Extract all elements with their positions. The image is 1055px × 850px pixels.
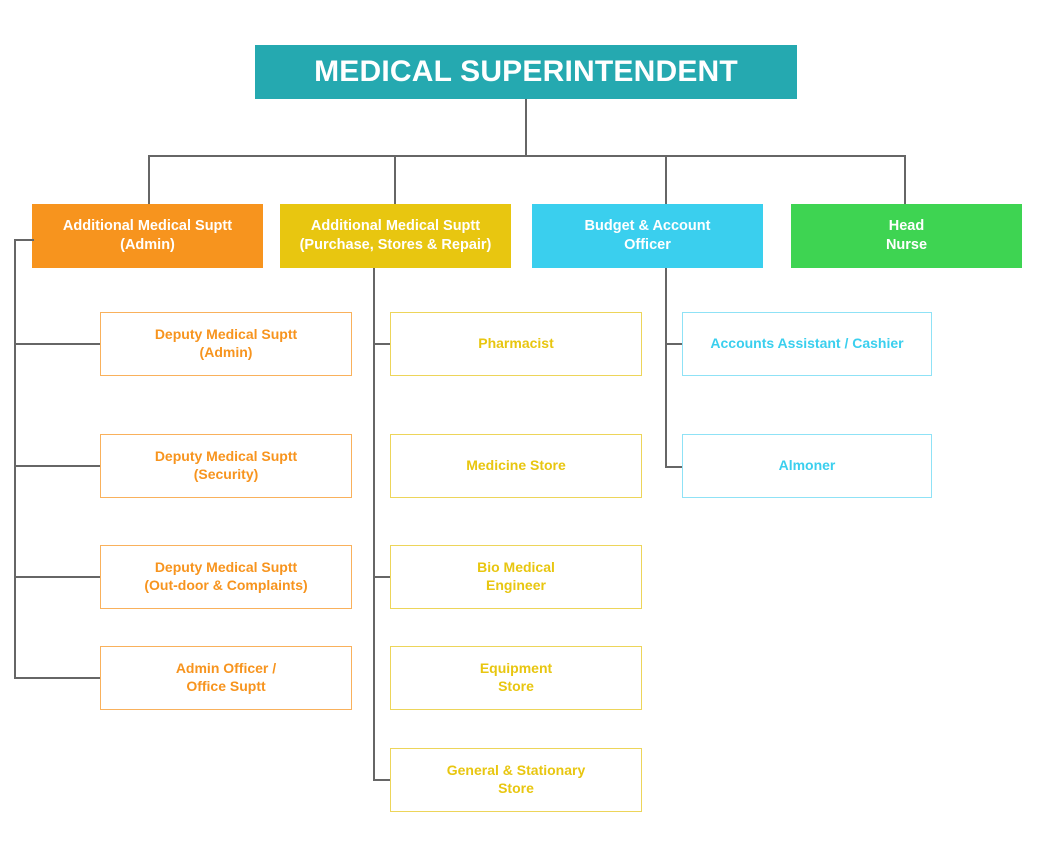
connector-admin-spine-head: [15, 239, 34, 241]
node-label: Bio Medical Engineer: [477, 559, 555, 593]
connector-level2-bus: [148, 155, 905, 157]
node-label: Admin Officer / Office Suptt: [175, 660, 277, 694]
connector-drop-purchase: [394, 155, 396, 205]
connector-drop-nurse: [904, 155, 906, 205]
connector-budget-child-1: [665, 343, 684, 345]
node-label: Deputy Medical Suptt (Out-door & Complai…: [144, 559, 308, 593]
node-label: Additional Medical Suptt (Admin): [62, 218, 233, 253]
node-equipment-store[interactable]: Equipment Store: [390, 646, 642, 710]
node-medical-superintendent[interactable]: MEDICAL SUPERINTENDENT: [255, 45, 797, 99]
node-label: Head Nurse: [885, 218, 928, 253]
node-general-stationary-store[interactable]: General & Stationary Store: [390, 748, 642, 812]
node-medicine-store[interactable]: Medicine Store: [390, 434, 642, 498]
node-label: Pharmacist: [478, 335, 554, 352]
connector-admin-child-2: [14, 465, 102, 467]
connector-budget-spine: [665, 268, 667, 468]
connector-admin-child-3: [14, 576, 102, 578]
connector-purchase-child-5: [373, 779, 392, 781]
connector-root-stem: [525, 99, 527, 156]
node-additional-medical-suptt-purchase[interactable]: Additional Medical Suptt (Purchase, Stor…: [280, 204, 511, 268]
connector-admin-child-1: [14, 343, 102, 345]
node-label: Deputy Medical Suptt (Security): [154, 448, 298, 482]
node-label: General & Stationary Store: [446, 762, 586, 796]
node-label: Accounts Assistant / Cashier: [710, 335, 904, 352]
node-almoner[interactable]: Almoner: [682, 434, 932, 498]
node-deputy-medical-suptt-admin[interactable]: Deputy Medical Suptt (Admin): [100, 312, 352, 376]
connector-purchase-spine: [373, 268, 375, 780]
node-deputy-medical-suptt-outdoor[interactable]: Deputy Medical Suptt (Out-door & Complai…: [100, 545, 352, 609]
connector-drop-admin: [148, 155, 150, 205]
node-label: Equipment Store: [479, 660, 553, 694]
node-label: Medicine Store: [466, 457, 566, 474]
connector-budget-child-2: [665, 466, 684, 468]
node-admin-officer-office-suptt[interactable]: Admin Officer / Office Suptt: [100, 646, 352, 710]
node-bio-medical-engineer[interactable]: Bio Medical Engineer: [390, 545, 642, 609]
connector-purchase-child-3: [373, 576, 392, 578]
connector-drop-budget: [665, 155, 667, 205]
node-additional-medical-suptt-admin[interactable]: Additional Medical Suptt (Admin): [32, 204, 263, 268]
node-deputy-medical-suptt-security[interactable]: Deputy Medical Suptt (Security): [100, 434, 352, 498]
connector-admin-spine: [14, 239, 16, 678]
node-label: Almoner: [778, 457, 836, 474]
connector-purchase-child-1: [373, 343, 392, 345]
node-label: MEDICAL SUPERINTENDENT: [314, 54, 738, 88]
node-pharmacist[interactable]: Pharmacist: [390, 312, 642, 376]
node-budget-account-officer[interactable]: Budget & Account Officer: [532, 204, 763, 268]
node-label: Additional Medical Suptt (Purchase, Stor…: [299, 218, 492, 253]
node-label: Budget & Account Officer: [584, 218, 711, 253]
connector-admin-child-4: [14, 677, 102, 679]
node-head-nurse[interactable]: Head Nurse: [791, 204, 1022, 268]
node-label: Deputy Medical Suptt (Admin): [154, 326, 298, 360]
node-accounts-assistant-cashier[interactable]: Accounts Assistant / Cashier: [682, 312, 932, 376]
